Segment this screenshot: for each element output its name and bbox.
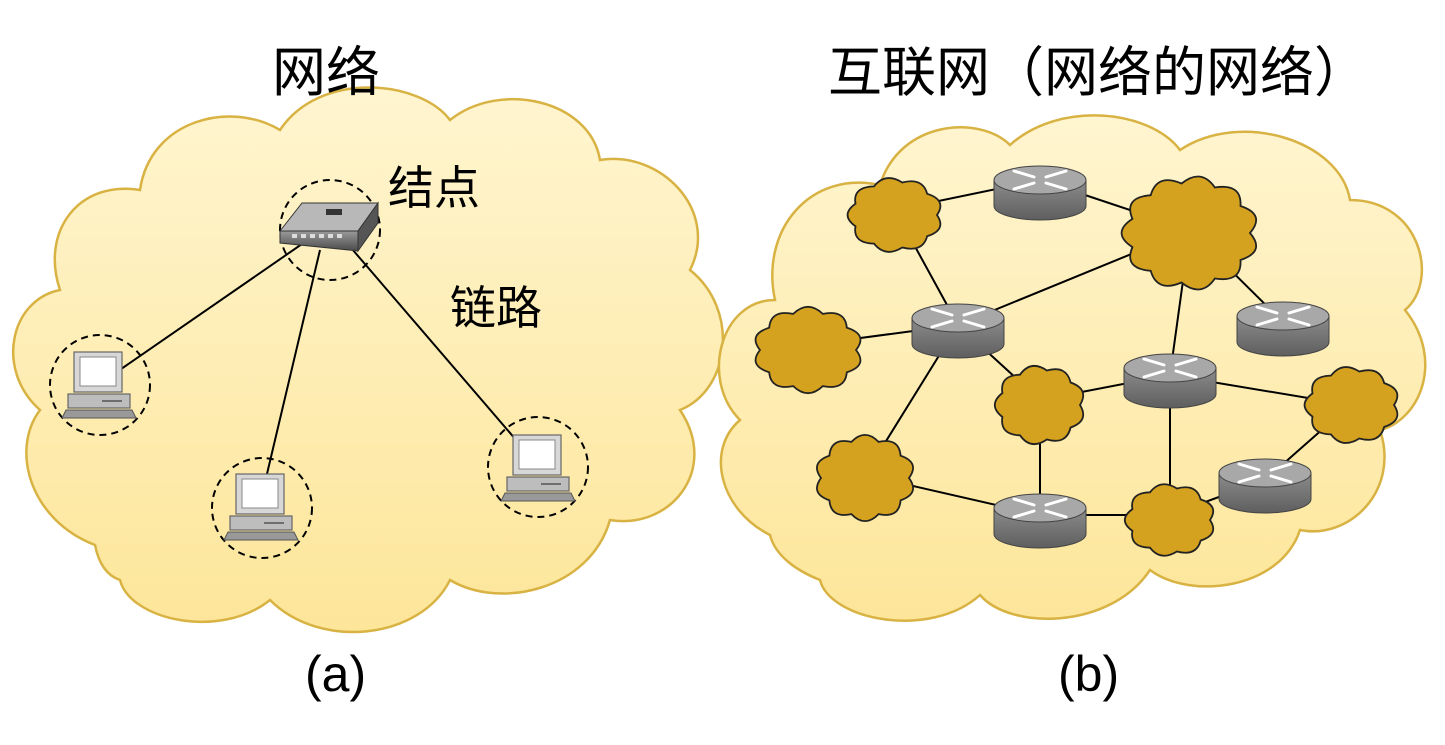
link-line (339, 234, 536, 463)
network-title: 网络 (272, 41, 380, 104)
router-icon (1236, 301, 1330, 357)
caption-a: (a) (305, 646, 367, 702)
links-a (97, 234, 536, 496)
link-line (261, 249, 321, 496)
node-circle (211, 457, 313, 559)
router-icon (911, 303, 1005, 359)
cloud-icon (816, 433, 914, 523)
switch-icon (278, 201, 379, 253)
internet-title: 互联网（网络的网络） (828, 41, 1368, 104)
node-markers-a (49, 179, 589, 559)
computer-icon (223, 473, 299, 541)
cloud-icon (1123, 483, 1215, 557)
node-circle (49, 334, 151, 436)
cloud-icon (993, 365, 1085, 445)
node-label: 结点 (388, 161, 480, 215)
router-icon (993, 493, 1087, 549)
routers-b (911, 165, 1330, 549)
computer-icon (61, 351, 137, 419)
link-line (97, 234, 316, 386)
router-icon (1218, 458, 1312, 514)
cloud-icon (754, 305, 862, 395)
router-icon (993, 165, 1087, 221)
node-circle (279, 179, 381, 281)
router-icon (1123, 353, 1217, 409)
cloud-icon (846, 177, 942, 253)
caption-b: (b) (1058, 646, 1120, 702)
link-label: 链路 (450, 281, 542, 335)
cloud-icon (1120, 175, 1258, 291)
computer-icon (500, 434, 576, 502)
cloud-icon (1303, 366, 1399, 444)
node-circle (487, 416, 589, 518)
subnets-b (754, 175, 1399, 557)
